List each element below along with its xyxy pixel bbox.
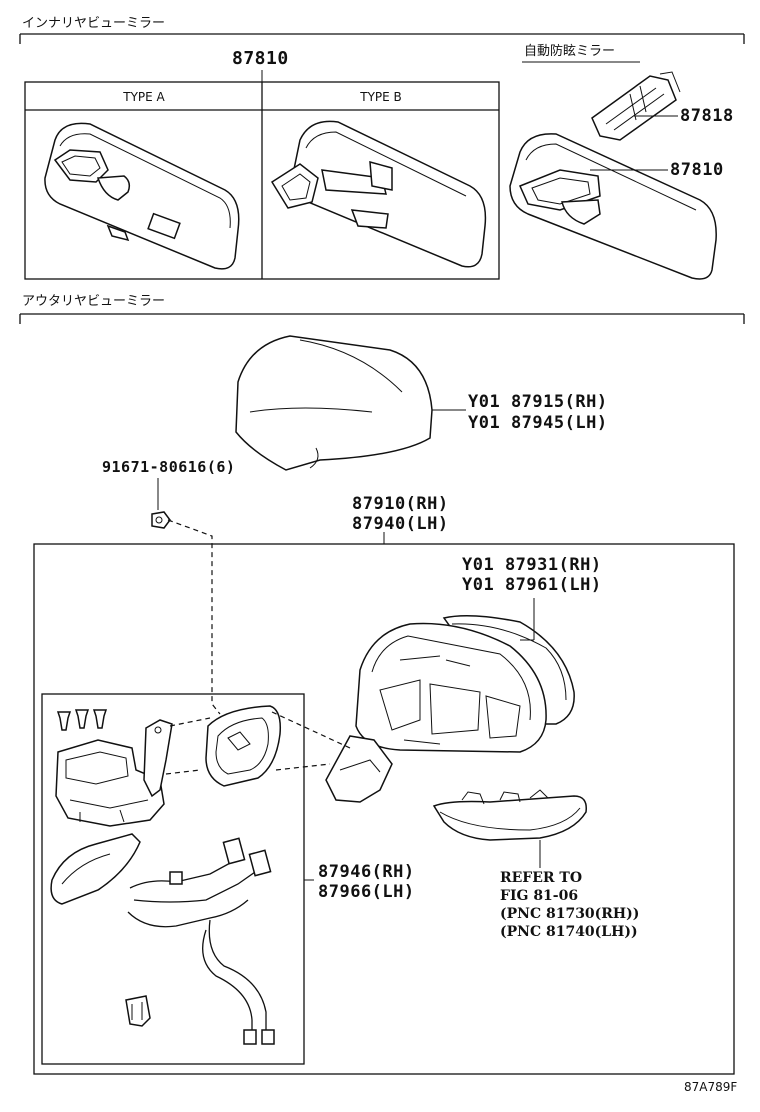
- part-number-assembly-rh[interactable]: 87910(RH): [352, 494, 449, 514]
- part-number-inner-mirror[interactable]: 87810: [232, 48, 289, 69]
- part-number-motor-lh[interactable]: 87966(LH): [318, 882, 415, 902]
- auto-dimming-title: 自動防眩ミラー: [524, 44, 616, 59]
- label-type-b: TYPE B: [360, 90, 402, 104]
- part-number-auto-dimming-mirror[interactable]: 87810: [670, 160, 724, 180]
- part-number-mirror-cover[interactable]: 87818: [680, 106, 734, 126]
- auto-dimming-mirror: [509, 61, 717, 280]
- part-number-nut[interactable]: 91671-80616(6): [102, 458, 236, 476]
- inner-mirror-type-b: [270, 120, 487, 268]
- section-title-outer-mirror: アウタリヤビューミラー: [22, 294, 166, 309]
- refer-pnc-rh: (PNC 81730(RH)): [500, 906, 640, 922]
- part-number-cover-lh[interactable]: Y01 87945(LH): [468, 413, 608, 433]
- mirror-housing: [325, 598, 575, 803]
- part-number-housing-rh[interactable]: Y01 87931(RH): [462, 555, 602, 575]
- nut: [151, 478, 221, 715]
- diagram-code: 87A789F: [684, 1080, 738, 1094]
- motor-screws: [56, 709, 108, 731]
- mirror-cover: [235, 335, 466, 471]
- label-type-a: TYPE A: [123, 90, 165, 104]
- turn-signal-lamp: [432, 789, 587, 868]
- part-number-housing-lh[interactable]: Y01 87961(LH): [462, 575, 602, 595]
- wire-harness: [127, 837, 275, 1045]
- mirror-motor: [55, 717, 211, 827]
- inner-mirror-type-a: [44, 122, 240, 270]
- part-number-cover-rh[interactable]: Y01 87915(RH): [468, 392, 608, 412]
- inner-mirror-type-box: [24, 70, 500, 280]
- section-title-inner-mirror: インナリヤビューミラー: [22, 16, 166, 31]
- refer-fig-link[interactable]: FIG 81-06: [500, 888, 579, 904]
- part-number-motor-rh[interactable]: 87946(RH): [318, 862, 415, 882]
- mirror-assembly-box: [33, 532, 735, 1075]
- mirror-glass: [205, 705, 351, 787]
- part-number-assembly-lh[interactable]: 87940(LH): [352, 514, 449, 534]
- outer-section-bracket: [19, 313, 745, 324]
- inner-section-bracket: [19, 33, 745, 44]
- motor-kit-box: [41, 693, 314, 1065]
- mirror-bracket: [50, 833, 141, 905]
- refer-pnc-lh: (PNC 81740(LH)): [500, 924, 638, 940]
- refer-to-label: REFER TO: [500, 870, 583, 886]
- harness-clip: [125, 995, 151, 1027]
